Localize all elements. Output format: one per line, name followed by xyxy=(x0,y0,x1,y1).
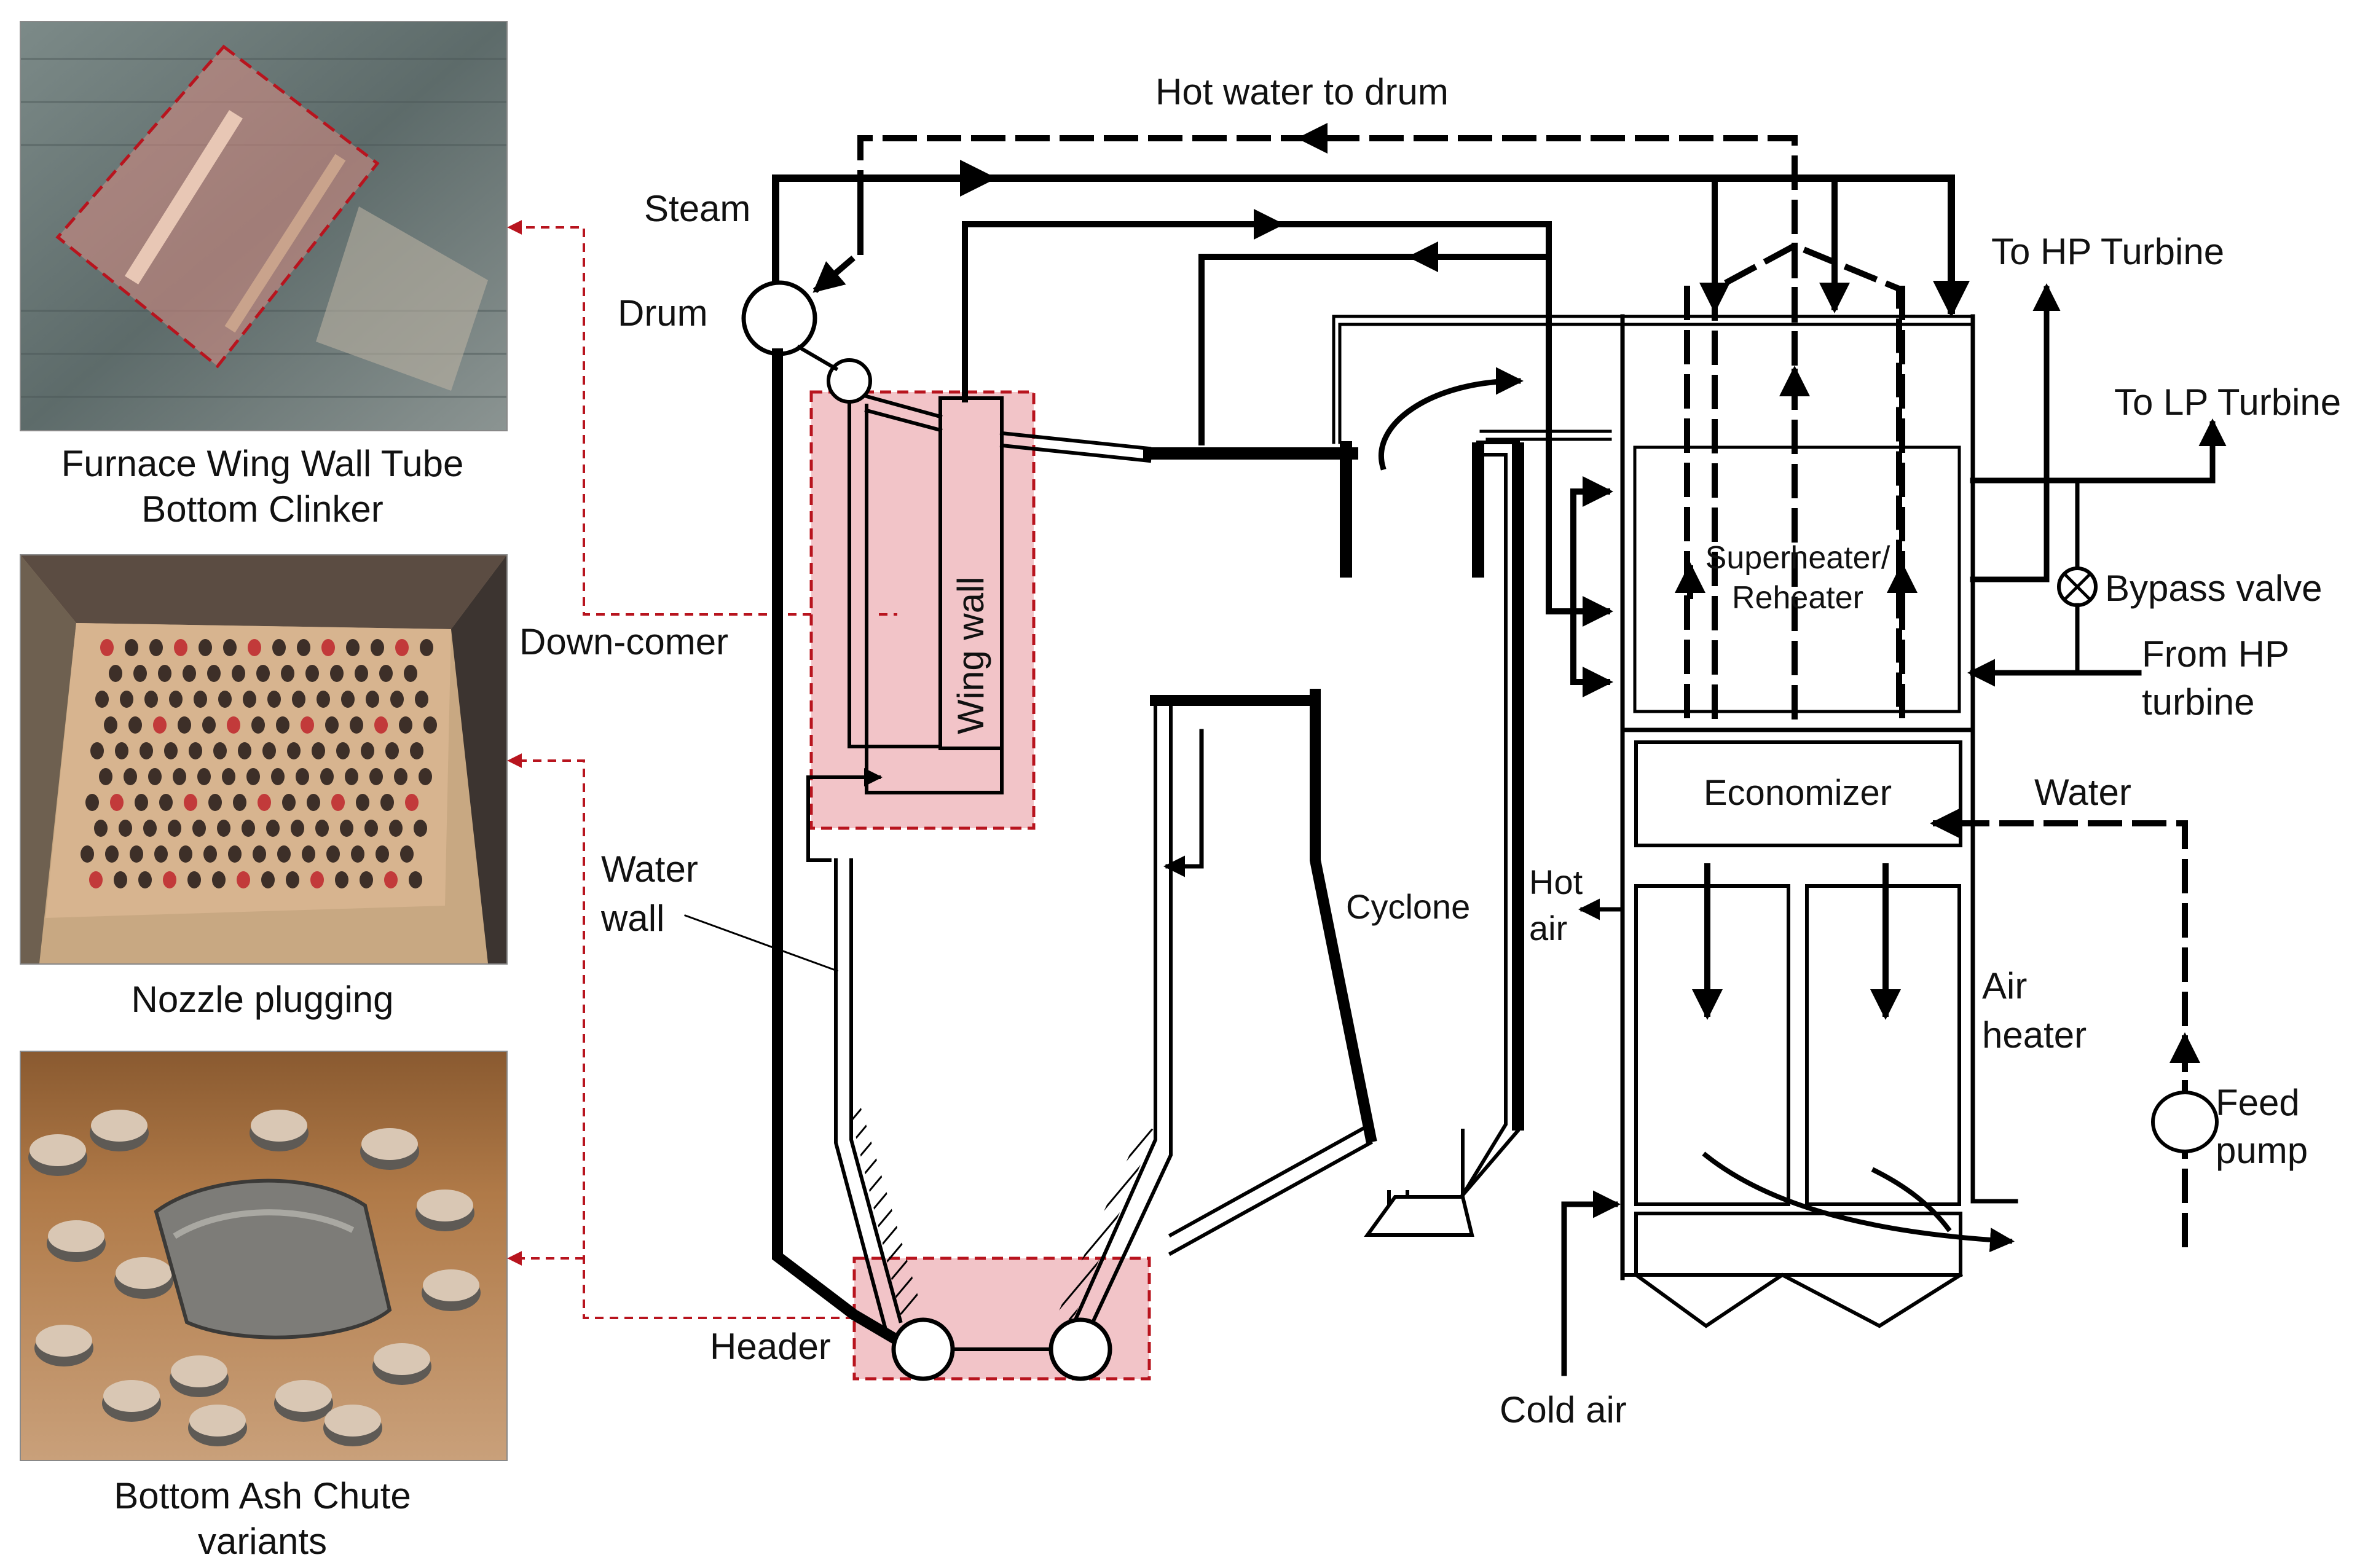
photo-nozzle-plugging xyxy=(20,554,508,965)
steam-line xyxy=(772,174,1955,311)
photo-caption-3-line1: Bottom Ash Chute xyxy=(114,1475,411,1516)
label-bypass-valve: Bypass valve xyxy=(2105,568,2323,609)
wing-wall-panel xyxy=(938,396,1004,750)
down-comer-pipe xyxy=(772,348,915,1354)
label-hot-air-line2: air xyxy=(1529,909,1567,947)
label-drum: Drum xyxy=(618,292,708,334)
label-cyclone: Cyclone xyxy=(1346,887,1470,926)
label-water-wall-line1: Water xyxy=(601,849,698,890)
photo-caption-3: Bottom Ash Chute variants xyxy=(12,1473,513,1564)
label-steam: Steam xyxy=(644,188,750,229)
header-right xyxy=(1048,1317,1112,1381)
label-wing-wall: Wing wall xyxy=(950,576,991,734)
photo-caption-1-line2: Bottom Clinker xyxy=(141,488,384,530)
photo-caption-2-line1: Nozzle plugging xyxy=(131,979,394,1020)
label-from-hp-line1: From HP xyxy=(2142,633,2289,675)
photo-bottom-ash-chute xyxy=(20,1051,508,1461)
label-feed-pump-line1: Feed xyxy=(2216,1082,2300,1123)
hot-water-to-drum-line xyxy=(857,135,1798,341)
photo-caption-1-line1: Furnace Wing Wall Tube xyxy=(61,443,464,484)
drum xyxy=(741,280,817,356)
air-heater-left xyxy=(1634,884,1790,1206)
label-hot-water-to-drum: Hot water to drum xyxy=(1155,71,1449,112)
label-superheater-line1: Superheater/ xyxy=(1705,540,1890,576)
cyclone-outlet xyxy=(1364,1195,1474,1237)
label-header: Header xyxy=(710,1326,831,1367)
nozzle-array xyxy=(81,639,437,888)
label-to-hp-turbine: To HP Turbine xyxy=(1991,231,2224,272)
ash-caps xyxy=(28,1110,481,1446)
photo-caption-1: Furnace Wing Wall Tube Bottom Clinker xyxy=(12,441,513,532)
header-left xyxy=(891,1317,955,1381)
economizer-box xyxy=(1634,740,1962,847)
label-hot-air-line1: Hot xyxy=(1529,863,1583,901)
photo-wing-wall-clinker xyxy=(20,21,508,431)
label-superheater-line2: Reheater xyxy=(1732,580,1863,616)
photo-caption-2: Nozzle plugging xyxy=(12,977,513,1022)
photo-nozzle-plugging-image xyxy=(21,555,506,963)
label-water: Water xyxy=(2034,772,2131,813)
photo-caption-3-line2: variants xyxy=(197,1521,328,1562)
label-air-heater-line1: Air xyxy=(1982,965,2027,1006)
label-air-heater-line2: heater xyxy=(1982,1014,2087,1056)
feed-pump xyxy=(2151,1091,2219,1153)
label-from-hp-line2: turbine xyxy=(2142,681,2254,723)
hopper-top xyxy=(1634,1212,1962,1277)
label-cold-air: Cold air xyxy=(1500,1389,1627,1430)
label-down-comer: Down-comer xyxy=(519,621,728,662)
photo-leader-lines xyxy=(507,220,897,1319)
photo-wing-wall-clinker-image xyxy=(21,22,506,430)
label-water-wall-line2: wall xyxy=(600,898,664,939)
label-economizer: Economizer xyxy=(1704,773,1892,813)
label-to-lp-turbine: To LP Turbine xyxy=(2114,382,2341,423)
photo-bottom-ash-chute-image xyxy=(21,1052,506,1460)
label-feed-pump-line2: pump xyxy=(2216,1130,2308,1171)
